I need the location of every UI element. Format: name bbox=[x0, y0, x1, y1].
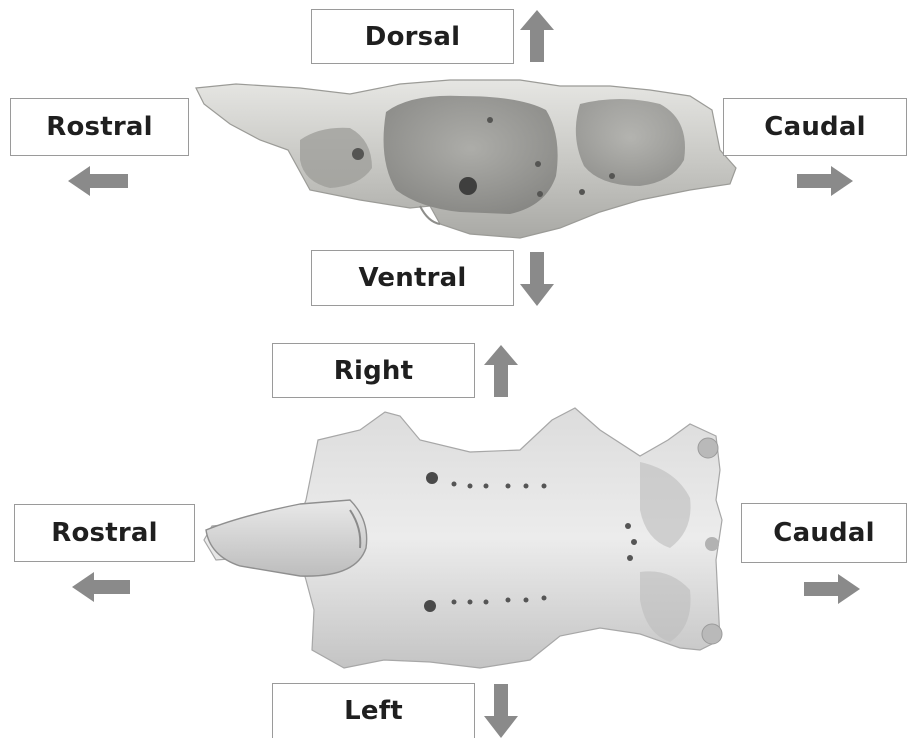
rostral-label-box-bottom: Rostral bbox=[14, 504, 195, 562]
arrow-up-icon bbox=[484, 345, 518, 397]
arrow-left-icon bbox=[72, 572, 130, 602]
left-label-box: Left bbox=[272, 683, 475, 738]
arrow-right-icon bbox=[804, 574, 860, 604]
arrow-down-icon bbox=[484, 684, 518, 738]
caudal-label-bottom: Caudal bbox=[773, 518, 874, 548]
rostral-label-bottom: Rostral bbox=[51, 518, 157, 548]
right-label-box: Right bbox=[272, 343, 475, 398]
right-label: Right bbox=[334, 356, 413, 386]
caudal-label-box-bottom: Caudal bbox=[741, 503, 907, 563]
left-label: Left bbox=[344, 696, 403, 726]
